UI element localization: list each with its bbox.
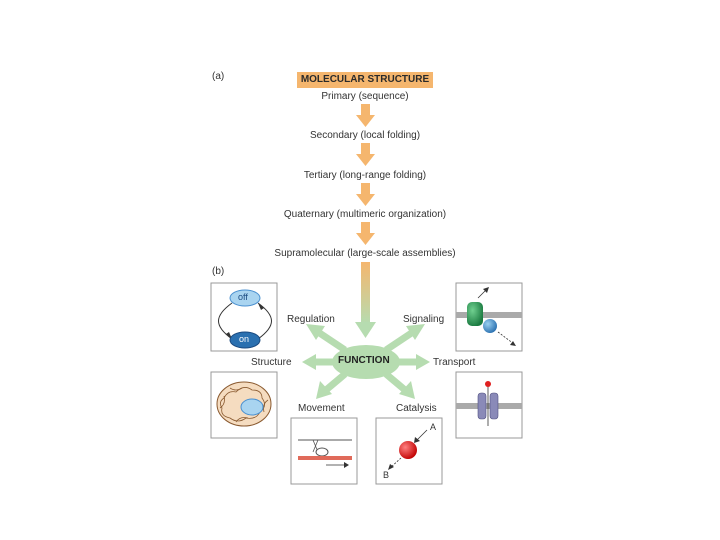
label-catalysis: Catalysis (396, 403, 437, 414)
level-secondary: Secondary (local folding) (309, 130, 421, 141)
level-tertiary: Tertiary (long-range folding) (303, 170, 427, 181)
arrow-catalysis (383, 371, 415, 399)
catalysis-b-label: B (383, 470, 390, 480)
signaling-panel-art (455, 282, 523, 352)
level-quaternary: Quaternary (multimeric organization) (283, 209, 447, 220)
on-label: on (239, 334, 250, 344)
label-transport: Transport (433, 357, 476, 368)
structure-panel-art (210, 371, 278, 439)
off-state-shape (229, 289, 261, 307)
arrow-movement (316, 371, 348, 399)
arrow-secondary-tertiary (356, 143, 375, 166)
part-a-label: (a) (212, 71, 225, 82)
arrow-to-function (355, 262, 376, 338)
arrow-primary-secondary (356, 104, 375, 127)
label-movement: Movement (298, 403, 345, 414)
regulation-panel-art (210, 282, 278, 352)
arrow-structure (302, 354, 335, 370)
on-state-shape (229, 331, 261, 349)
off-label: off (238, 292, 248, 302)
arrow-transport (396, 354, 430, 370)
part-b-label: (b) (212, 266, 225, 277)
level-primary: Primary (sequence) (321, 91, 409, 102)
function-label: FUNCTION (338, 355, 390, 366)
arrow-signaling (384, 324, 425, 353)
catalysis-a-label: A (430, 422, 437, 432)
label-structure: Structure (251, 357, 292, 368)
arrow-regulation (306, 324, 347, 353)
level-supramolecular: Supramolecular (large-scale assemblies) (274, 248, 456, 259)
function-ellipse (332, 345, 400, 379)
molecular-structure-title: MOLECULAR STRUCTURE (297, 72, 433, 88)
catalysis-panel-art (375, 417, 443, 485)
enzyme-icon (399, 441, 417, 459)
label-signaling: Signaling (403, 314, 445, 325)
arrow-quaternary-supramolecular (356, 222, 375, 245)
transport-panel-art (455, 371, 523, 439)
arrow-tertiary-quaternary (356, 183, 375, 206)
label-regulation: Regulation (287, 314, 335, 325)
movement-panel-art (290, 417, 358, 485)
